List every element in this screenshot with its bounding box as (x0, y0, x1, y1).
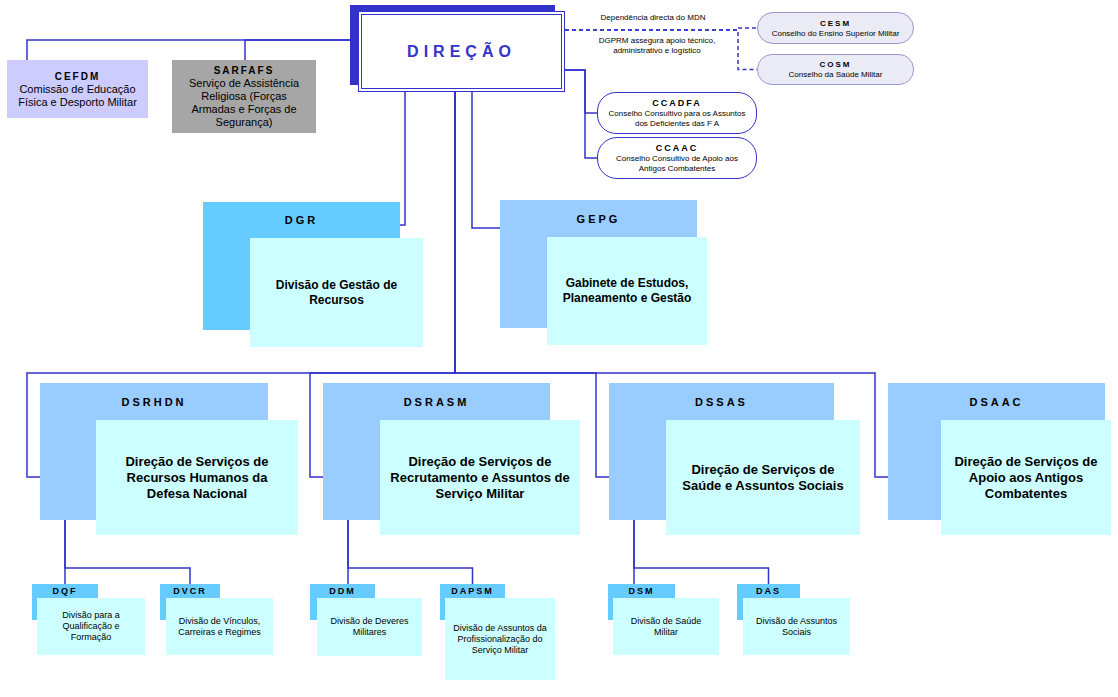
council-box: CCAACConselho Consultivo de Apoio aos An… (597, 137, 757, 179)
unit-acronym: DAPSM (451, 585, 494, 597)
unit-acronym: CEFDM (55, 70, 101, 83)
unit-box: DSRASM Direção de Serviços de Recrutament… (323, 383, 580, 535)
unit-acronym: DQF (53, 585, 78, 597)
unit-acronym: DVCR (173, 585, 207, 597)
hierarchy-line (565, 70, 597, 158)
unit-body: Direção de Serviços de Apoio aos Antigos… (941, 420, 1111, 535)
unit-name: Direção de Serviços de Recrutamento e As… (388, 454, 572, 502)
unit-body: Direção de Serviços de Recrutamento e As… (380, 420, 580, 535)
unit-acronym: COSM (820, 59, 852, 70)
unit-name: Divisão de Vínculos, Carreiras e Regimes (174, 616, 265, 638)
unit-heading: DSRHDN (40, 383, 268, 420)
council-box: CCADFAConselho Consultivo para os Assunt… (597, 92, 757, 134)
unit-box: DSM Divisão de Saúde Militar (608, 584, 719, 655)
unit-acronym: CESM (820, 18, 851, 29)
unit-acronym: DAS (756, 585, 781, 597)
unit-box: DDM Divisão de Deveres Militares (310, 584, 422, 656)
unit-name: Conselho Consultivo de Apoio aos Antigos… (604, 154, 750, 174)
unit-name: Serviço de Assistência Religiosa (Forças… (178, 77, 310, 129)
unit-heading: GEPG (500, 200, 697, 237)
unit-body: Divisão para a Qualificação e Formação (37, 598, 145, 655)
unit-heading: DAPSM (440, 584, 505, 598)
unit-name: Comissão de Educação Física e Desporto M… (13, 83, 142, 109)
unit-name: Divisão de Assuntos da Profissionalizaçã… (453, 623, 547, 656)
unit-name: Direção de Serviços de Apoio aos Antigos… (949, 454, 1103, 502)
unit-name: Divisão de Saúde Militar (621, 616, 711, 638)
unit-name: Divisão para a Qualificação e Formação (45, 610, 137, 643)
unit-name: Divisão de Assuntos Sociais (751, 616, 842, 638)
unit-acronym: DSAAC (969, 395, 1023, 409)
unit-body: Divisão de Assuntos da Profissionalizaçã… (445, 598, 555, 680)
unit-acronym: CCADFA (652, 97, 702, 109)
hierarchy-line (472, 92, 500, 228)
unit-box: GEPG Gabinete de Estudos, Planeamento e G… (500, 200, 707, 345)
unit-box: DSAAC Direção de Serviços de Apoio aos An… (888, 383, 1111, 535)
unit-acronym: DIREÇÃO (407, 42, 516, 62)
hierarchy-line (27, 40, 350, 60)
unit-body: Divisão de Gestão de Recursos (250, 238, 423, 347)
unit-heading: DSAAC (888, 383, 1105, 420)
unit-body: Direção de Serviços de Recursos Humanos … (96, 420, 298, 535)
note-label: DGPRM assegura apoio técnico, administra… (582, 36, 732, 56)
unit-body: Divisão de Vínculos, Carreiras e Regimes (166, 598, 273, 655)
unit-name: Direção de Serviços de Saúde e Assuntos … (674, 462, 852, 494)
unit-name: Divisão de Gestão de Recursos (258, 278, 415, 308)
unit-heading: DVCR (160, 584, 220, 598)
unit-heading: DAS (737, 584, 800, 598)
unit-box: DSRHDN Direção de Serviços de Recursos Hu… (40, 383, 298, 535)
unit-name: Conselho Consultivo para os Assuntos dos… (604, 109, 750, 129)
hierarchy-line (245, 40, 350, 60)
council-box: COSMConselho da Saúde Militar (757, 54, 914, 85)
unit-name: Divisão de Deveres Militares (325, 616, 414, 638)
unit-body: Divisão de Assuntos Sociais (743, 598, 850, 655)
direction-box: DIREÇÃO (350, 5, 565, 92)
unit-box: DVCR Divisão de Vínculos, Carreiras e Reg… (160, 584, 273, 655)
council-box: CESMConselho do Ensino Superior Militar (757, 12, 914, 44)
unit-heading: DQF (32, 584, 98, 598)
unit-acronym: GEPG (577, 212, 621, 226)
direction-face: DIREÇÃO (358, 11, 565, 92)
unit-acronym: DSSAS (695, 395, 748, 409)
unit-heading: DSM (608, 584, 675, 598)
dependency-line (565, 30, 757, 70)
council-box: CEFDMComissão de Educação Física e Despo… (7, 60, 148, 118)
unit-acronym: SARFAFS (214, 64, 275, 77)
unit-box: DAPSM Divisão de Assuntos da Profissional… (440, 584, 555, 680)
unit-body: Direção de Serviços de Saúde e Assuntos … (666, 420, 860, 535)
unit-heading: DSRASM (323, 383, 550, 420)
unit-acronym: DSM (629, 585, 655, 597)
unit-body: Divisão de Saúde Militar (613, 598, 719, 655)
unit-box: DAS Divisão de Assuntos Sociais (737, 584, 850, 655)
unit-heading: DGR (203, 202, 400, 238)
unit-acronym: DSRASM (404, 395, 470, 409)
unit-acronym: DDM (329, 585, 356, 597)
unit-name: Direção de Serviços de Recursos Humanos … (104, 454, 290, 502)
unit-body: Gabinete de Estudos, Planeamento e Gestã… (547, 237, 707, 345)
unit-heading: DDM (310, 584, 375, 598)
unit-acronym: DSRHDN (121, 395, 186, 409)
hierarchy-line (400, 92, 405, 225)
unit-box: DGR Divisão de Gestão de Recursos (203, 202, 423, 347)
unit-name: Conselho do Ensino Superior Militar (772, 29, 900, 39)
unit-acronym: CCAAC (656, 142, 699, 154)
unit-acronym: DGR (285, 213, 318, 227)
unit-body: Divisão de Deveres Militares (317, 598, 422, 656)
unit-name: Gabinete de Estudos, Planeamento e Gestã… (555, 276, 699, 306)
unit-box: DQF Divisão para a Qualificação e Formaçã… (32, 584, 145, 655)
hierarchy-line (565, 70, 597, 113)
council-box: SARFAFSServiço de Assistência Religiosa … (172, 60, 316, 133)
unit-box: DSSAS Direção de Serviços de Saúde e Assu… (609, 383, 860, 535)
unit-heading: DSSAS (609, 383, 834, 420)
unit-name: Conselho da Saúde Militar (789, 70, 883, 80)
note-label: Dependência directa do MDN (578, 13, 728, 23)
